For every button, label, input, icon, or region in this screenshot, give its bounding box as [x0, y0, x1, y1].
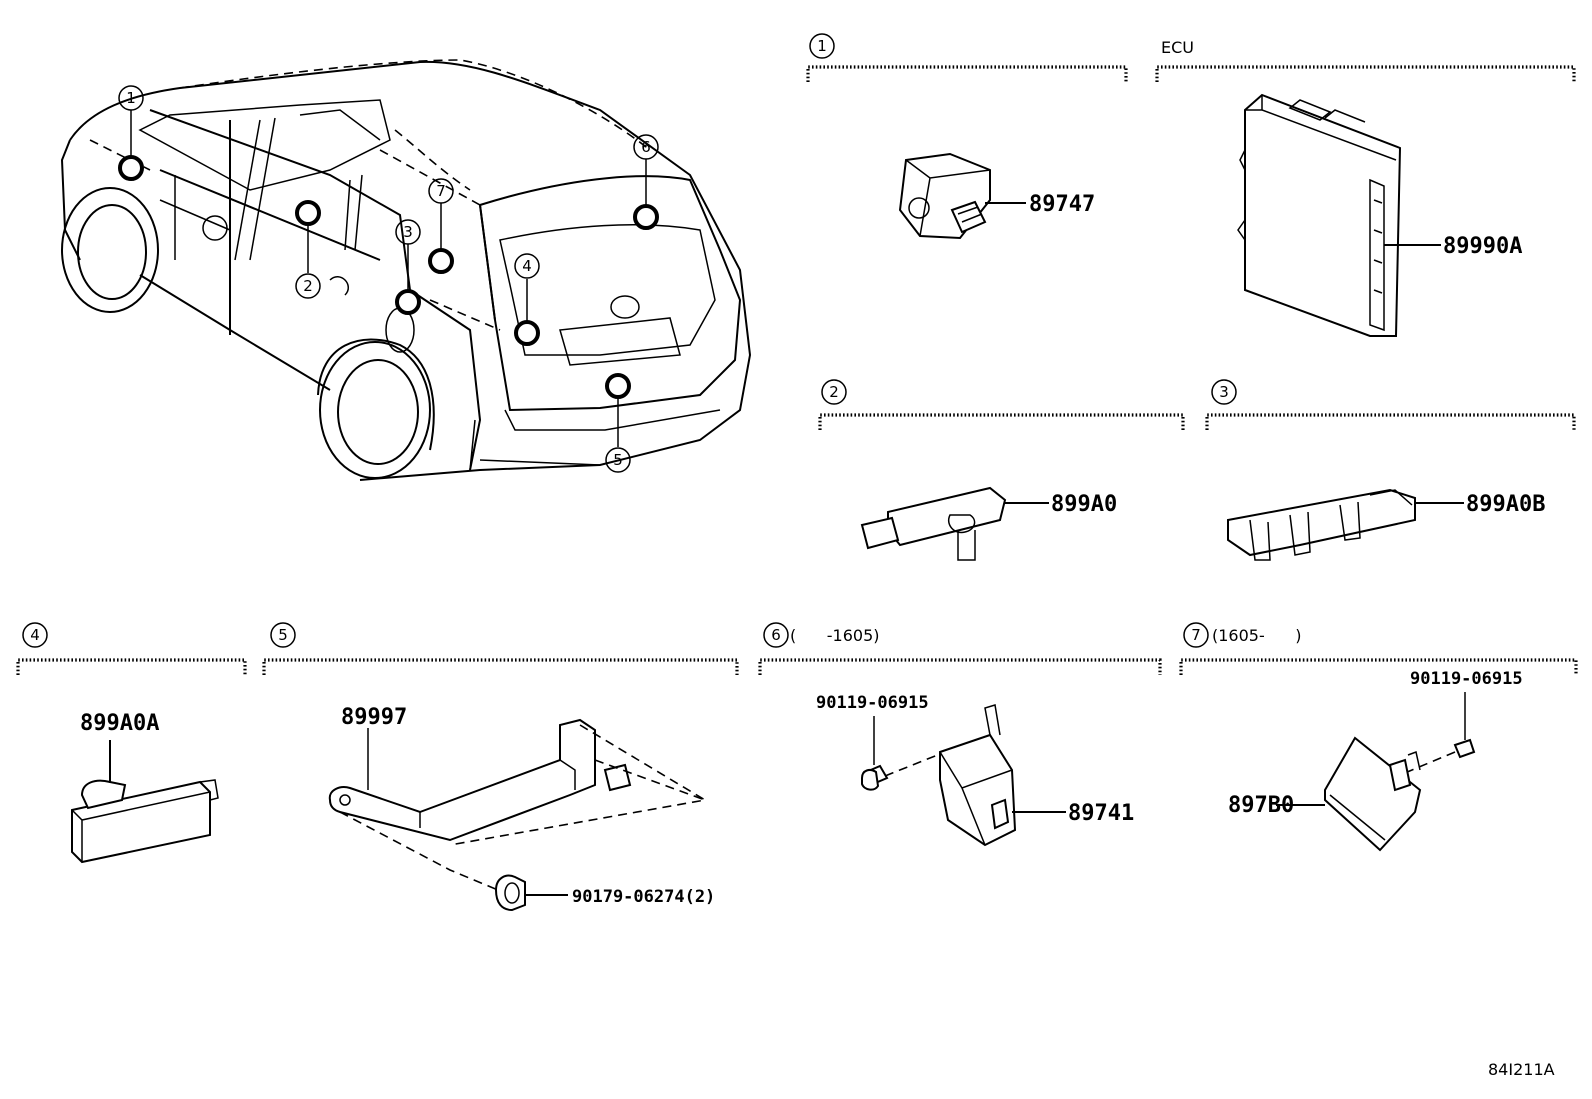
svg-text:2: 2 — [829, 383, 839, 401]
svg-text:5: 5 — [278, 626, 288, 644]
part-label-899A0B: 899A0B — [1466, 492, 1545, 517]
svg-text:7: 7 — [436, 182, 446, 200]
part-label-897B0: 897B0 — [1228, 793, 1294, 818]
svg-text:1: 1 — [817, 37, 827, 55]
spot-4 — [514, 320, 540, 346]
part-89747-drawing — [898, 152, 1026, 240]
part-label-89741: 89741 — [1068, 801, 1134, 826]
callout-4: 4 — [514, 253, 540, 279]
section-7-header: 7 (1605- ) — [1179, 622, 1578, 675]
part-899A0A-drawing — [71, 740, 219, 864]
part-89997-drawing — [328, 718, 708, 912]
svg-text:7: 7 — [1191, 626, 1201, 644]
spot-1 — [118, 155, 144, 181]
svg-text:6: 6 — [641, 138, 651, 156]
spot-5 — [605, 373, 631, 399]
svg-text:4: 4 — [30, 626, 40, 644]
callout-2: 2 — [295, 273, 321, 299]
spot-2 — [295, 200, 321, 226]
part-89741-drawing: 90119-06915 — [816, 693, 1066, 847]
section-4-header: 4 — [16, 622, 247, 675]
part-label-90119-06915-b: 90119-06915 — [1410, 669, 1523, 689]
svg-text:4: 4 — [522, 257, 532, 275]
spot-3 — [395, 289, 421, 315]
callout-3: 3 — [395, 219, 421, 245]
section-6-header: 6 ( -1605) — [758, 622, 1162, 675]
svg-text:1: 1 — [126, 89, 136, 107]
section-ecu-header: ECU — [1155, 38, 1576, 82]
svg-text:5: 5 — [613, 451, 623, 469]
section-1-header: 1 — [806, 33, 1128, 82]
section-5-header: 5 — [262, 622, 739, 675]
svg-text:( -1605): ( -1605) — [790, 626, 880, 645]
part-label-89990A: 89990A — [1443, 234, 1522, 259]
callout-7: 7 — [428, 178, 454, 204]
diagram-code: 84I211A — [1488, 1060, 1555, 1079]
part-899A0-drawing — [860, 486, 1049, 561]
svg-text:3: 3 — [1219, 383, 1229, 401]
section-2-header: 2 — [818, 379, 1185, 430]
callout-6: 6 — [633, 134, 659, 160]
part-897B0-drawing: 90119-06915 — [1276, 669, 1523, 852]
part-label-899A0A: 899A0A — [80, 711, 159, 736]
spot-7 — [428, 248, 454, 274]
part-label-90119-06915-a: 90119-06915 — [816, 693, 929, 713]
vehicle-illustration: 1 2 3 4 5 6 7 — [60, 59, 752, 481]
part-label-89997: 89997 — [341, 705, 407, 730]
callout-5: 5 — [605, 447, 631, 473]
callout-1: 1 — [118, 85, 144, 111]
part-899A0B-drawing — [1227, 488, 1464, 561]
svg-text:3: 3 — [403, 223, 413, 241]
part-89990A-drawing — [1237, 93, 1441, 337]
svg-text:6: 6 — [771, 626, 781, 644]
spot-6 — [633, 204, 659, 230]
svg-text:2: 2 — [303, 277, 313, 295]
part-label-89747: 89747 — [1029, 192, 1095, 217]
svg-text:ECU: ECU — [1161, 38, 1194, 57]
section-3-header: 3 — [1205, 379, 1576, 430]
part-label-899A0: 899A0 — [1051, 492, 1117, 517]
part-label-90179-06274: 90179-06274(2) — [572, 887, 715, 907]
svg-text:(1605- ): (1605- ) — [1212, 626, 1302, 645]
